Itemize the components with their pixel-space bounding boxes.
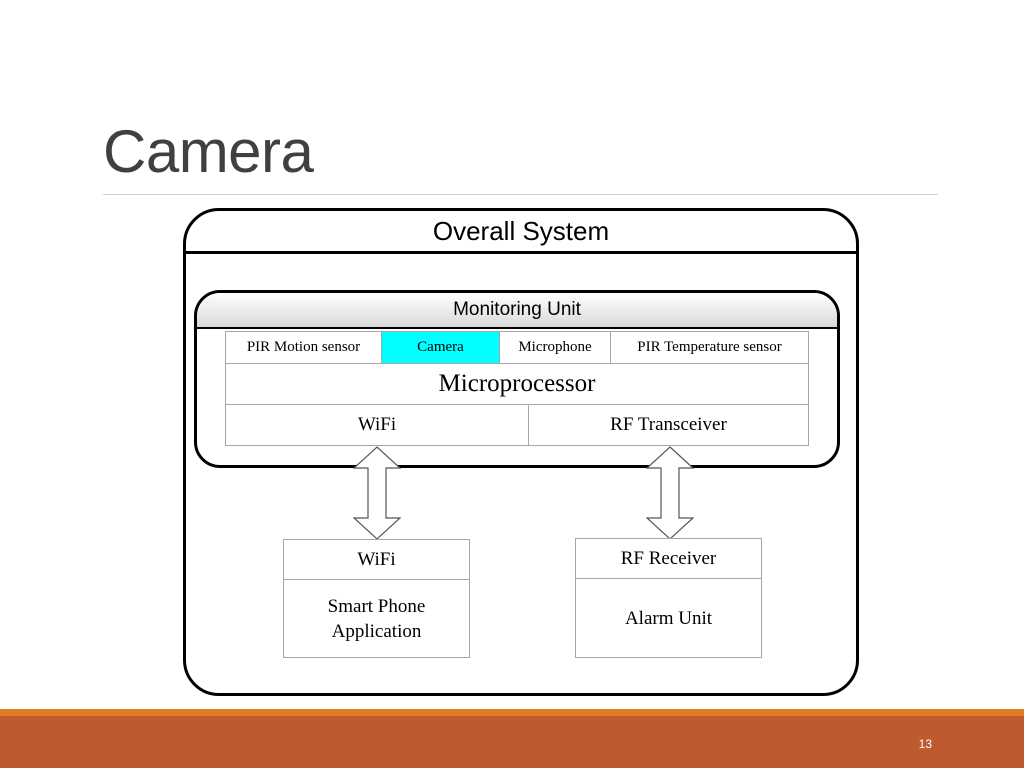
wifi-link-arrow	[353, 446, 401, 540]
sensor-camera: Camera	[381, 331, 500, 364]
footer-accent-line	[0, 709, 1024, 716]
overall-system-title: Overall System	[186, 211, 856, 254]
sensor-pir-motion: PIR Motion sensor	[225, 331, 382, 364]
sensor-microphone: Microphone	[499, 331, 611, 364]
rf-transceiver-module: RF Transceiver	[528, 404, 809, 446]
smart-phone-box: WiFi Smart Phone Application	[283, 539, 470, 658]
rf-receiver-label: RF Receiver	[576, 539, 761, 579]
alarm-box: RF Receiver Alarm Unit	[575, 538, 762, 658]
overall-system-box: Overall System	[183, 208, 859, 696]
wifi-module: WiFi	[225, 404, 529, 446]
page-number: 13	[918, 737, 932, 751]
sensor-pir-temperature: PIR Temperature sensor	[610, 331, 809, 364]
title-divider	[103, 194, 938, 195]
footer-bar	[0, 716, 1024, 768]
rf-link-arrow	[646, 446, 694, 540]
alarm-unit-label: Alarm Unit	[624, 607, 713, 629]
monitoring-unit-title: Monitoring Unit	[197, 293, 837, 329]
microprocessor-block: Microprocessor	[225, 363, 809, 405]
slide-title: Camera	[103, 118, 314, 185]
monitoring-unit-box: Monitoring Unit	[194, 290, 840, 468]
phone-wifi-label: WiFi	[284, 540, 469, 580]
smart-phone-application-label: Smart Phone Application	[327, 596, 426, 642]
